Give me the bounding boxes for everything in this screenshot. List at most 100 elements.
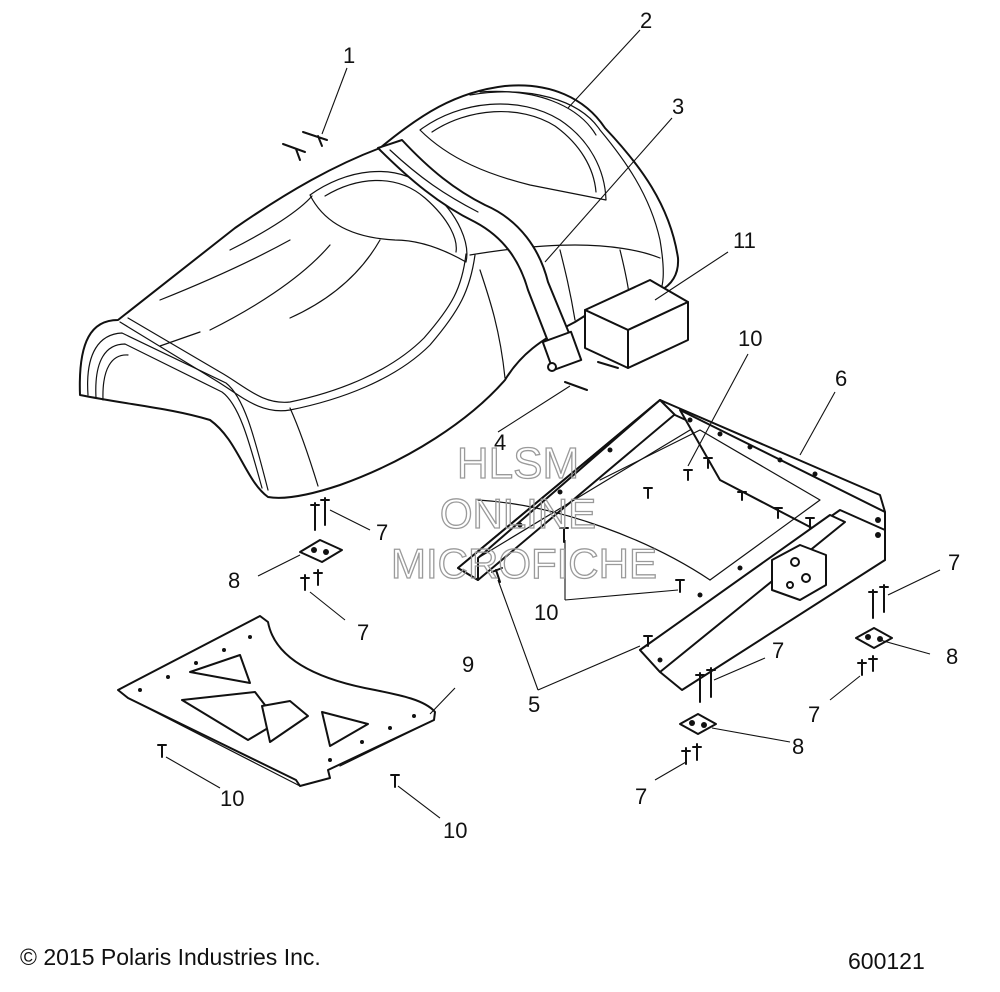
leader-lines [165, 29, 941, 819]
plate-hole [248, 635, 252, 639]
seat-front-roll-1 [87, 332, 269, 491]
callout-10-plate-left: 10 [220, 786, 244, 811]
passenger-cushion-inner [431, 111, 597, 193]
strap-fastener [547, 362, 557, 372]
bolt-up [868, 589, 878, 619]
callout-8-right: 8 [946, 644, 958, 669]
bolt-up [310, 502, 320, 531]
mount-plate-right [855, 627, 893, 649]
seat-side-panel [289, 249, 631, 487]
seat-top-edge [119, 254, 476, 412]
pin-2 [302, 131, 328, 147]
rider-cushion-inner [324, 179, 457, 253]
callouts: 1 2 3 11 10 6 4 7 8 7 10 7 8 9 7 5 7 8 1… [220, 8, 960, 843]
watermark: HLSM ONLINE MICROFICHE [390, 438, 657, 587]
callout-1: 1 [343, 43, 355, 68]
mount-plate-left [299, 539, 343, 563]
callout-10-mid: 10 [534, 600, 558, 625]
rail-hole [812, 471, 818, 477]
bolt-up [706, 667, 716, 698]
plate-edge [127, 697, 435, 787]
frame-floor-curve [477, 499, 711, 581]
leader-3 [544, 117, 673, 263]
mount-hole [701, 722, 707, 728]
rail-hole [517, 522, 523, 528]
rail-hole [747, 444, 753, 450]
seat-front-roll-3 [102, 354, 129, 401]
leader-11 [654, 251, 729, 301]
bolt-up [879, 584, 889, 613]
rail-hole [657, 657, 663, 663]
rail-hole [875, 532, 881, 538]
strap-buckle [541, 330, 583, 372]
leader-7-top [329, 509, 371, 531]
mount-group-center [679, 667, 717, 765]
rail-hole [875, 517, 881, 523]
leader-7-center-bottom [654, 761, 687, 781]
mount-hole [323, 549, 329, 555]
mount-plate-center [679, 713, 717, 735]
frame-screw [643, 635, 653, 647]
frame-screw [675, 579, 685, 593]
plate-cutout-4 [321, 711, 369, 747]
bracket-hole-2 [801, 573, 811, 583]
plate-cutout-1 [189, 654, 251, 684]
frame-screw [805, 517, 815, 529]
leader-8-right [879, 639, 931, 655]
bolt-down [300, 574, 310, 591]
seat-pleat-lines [159, 239, 381, 347]
callout-7-left: 7 [357, 620, 369, 645]
pin-fasteners [282, 131, 619, 391]
leader-7-right-top [887, 569, 941, 596]
leader-7-right-bottom [829, 675, 861, 701]
bolt-down [868, 655, 878, 672]
bolt-down [857, 659, 867, 676]
callout-2: 2 [640, 8, 652, 33]
callout-7-center-bottom: 7 [635, 784, 647, 809]
rail-hole [717, 431, 723, 437]
callout-3: 3 [672, 94, 684, 119]
leader-4 [497, 385, 571, 433]
frame-left-inner [477, 429, 691, 559]
seat-rear-hump [469, 91, 664, 301]
bracket-hole-1 [790, 557, 800, 567]
frame-screw [491, 567, 503, 583]
bracket-hole-3 [786, 581, 794, 589]
mount-group-left [299, 497, 343, 591]
frame-bracket-plate [771, 544, 827, 601]
callout-7-center-top: 7 [772, 638, 784, 663]
frame-screw [643, 487, 653, 499]
plate-hole [222, 648, 226, 652]
rider-cushion [309, 170, 468, 263]
leader-10-mid [564, 540, 679, 601]
pin-4 [564, 381, 588, 391]
callout-6: 6 [835, 366, 847, 391]
leader-10-plate-left [165, 756, 221, 789]
callout-10-plate-right: 10 [443, 818, 467, 843]
leader-6 [799, 391, 836, 456]
mount-hole [865, 634, 871, 640]
watermark-line-1: HLSM [457, 439, 579, 488]
frame-screw [683, 469, 693, 481]
seat-side-seam [469, 244, 661, 259]
callout-7-right-bottom: 7 [808, 702, 820, 727]
bolt-down [692, 743, 702, 761]
bolt-down [681, 747, 691, 765]
diagram-number: 600121 [848, 948, 925, 974]
leader-7-left [309, 591, 346, 621]
plate-hole [412, 714, 416, 718]
passenger-cushion [419, 103, 607, 201]
seat-top-edge-inner [127, 253, 467, 403]
rail-hole [777, 457, 783, 463]
plate-hole [166, 675, 170, 679]
callout-10-top: 10 [738, 326, 762, 351]
rail-hole [737, 565, 743, 571]
seat-outline [78, 84, 680, 499]
rail-hole [687, 417, 693, 423]
mount-hole [689, 720, 695, 726]
mount-hole [311, 547, 317, 553]
watermark-line-3: MICROFICHE [391, 540, 657, 587]
foam-pad [584, 279, 689, 369]
plate-hole [360, 740, 364, 744]
